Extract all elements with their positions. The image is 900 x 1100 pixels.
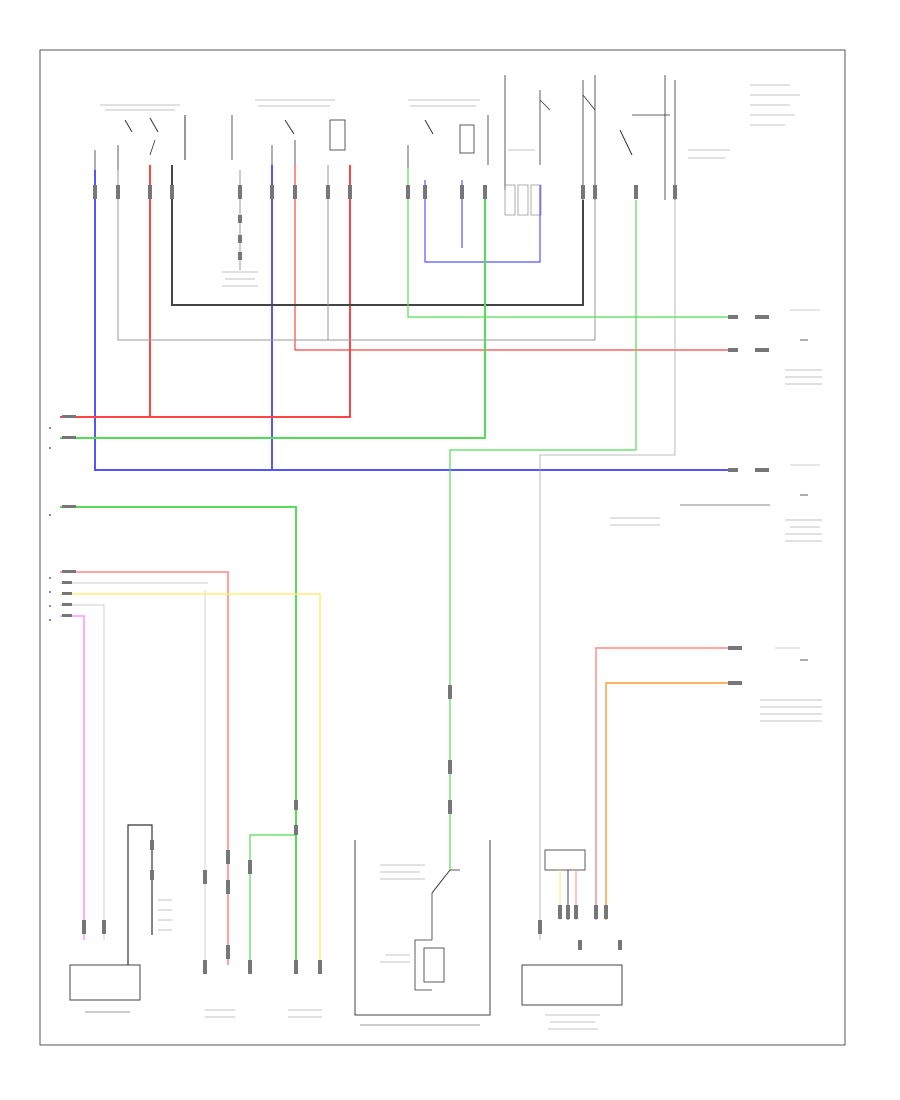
sensor-2 <box>248 800 322 1018</box>
sensor-1 <box>203 850 235 1018</box>
compressor-clutch <box>354 685 491 1026</box>
wire-pins-top <box>93 185 677 260</box>
wire-blue-1 <box>94 170 728 471</box>
wire-pink-1 <box>60 615 85 940</box>
switch-group-1 <box>94 104 186 170</box>
wire-green-5 <box>249 834 296 965</box>
sound-transmitter <box>69 824 172 1013</box>
wire-green-4 <box>60 506 297 965</box>
relay-group <box>504 75 800 200</box>
wire-pinkred-1 <box>60 571 229 965</box>
right-labels <box>610 369 822 722</box>
wire-pinkred-2 <box>595 647 728 920</box>
left-labels <box>49 415 76 621</box>
wire-gray-1 <box>117 165 329 341</box>
switch-group-2 <box>231 99 346 165</box>
wire-yellow-1 <box>60 593 321 965</box>
wire-red-3 <box>294 165 728 351</box>
switch-group-3 <box>407 99 489 168</box>
wire-orange-1 <box>605 682 728 920</box>
wire-gray-2 <box>328 200 596 341</box>
wire-green-1 <box>407 168 728 318</box>
sensor-label-top <box>222 149 535 287</box>
engine-control-module-bottom <box>521 849 623 1030</box>
wire-green-2 <box>60 185 486 439</box>
wire-lightgray-2 <box>60 604 105 940</box>
wire-gray-4 <box>539 200 676 940</box>
right-connectors <box>680 309 820 685</box>
wire-red-1 <box>60 165 351 418</box>
connector-block-top <box>504 184 542 216</box>
wire-black-1 <box>171 165 584 306</box>
wire-green-3 <box>449 200 637 870</box>
wire-blue-3 <box>424 180 541 263</box>
diagram-frame <box>39 49 846 1046</box>
